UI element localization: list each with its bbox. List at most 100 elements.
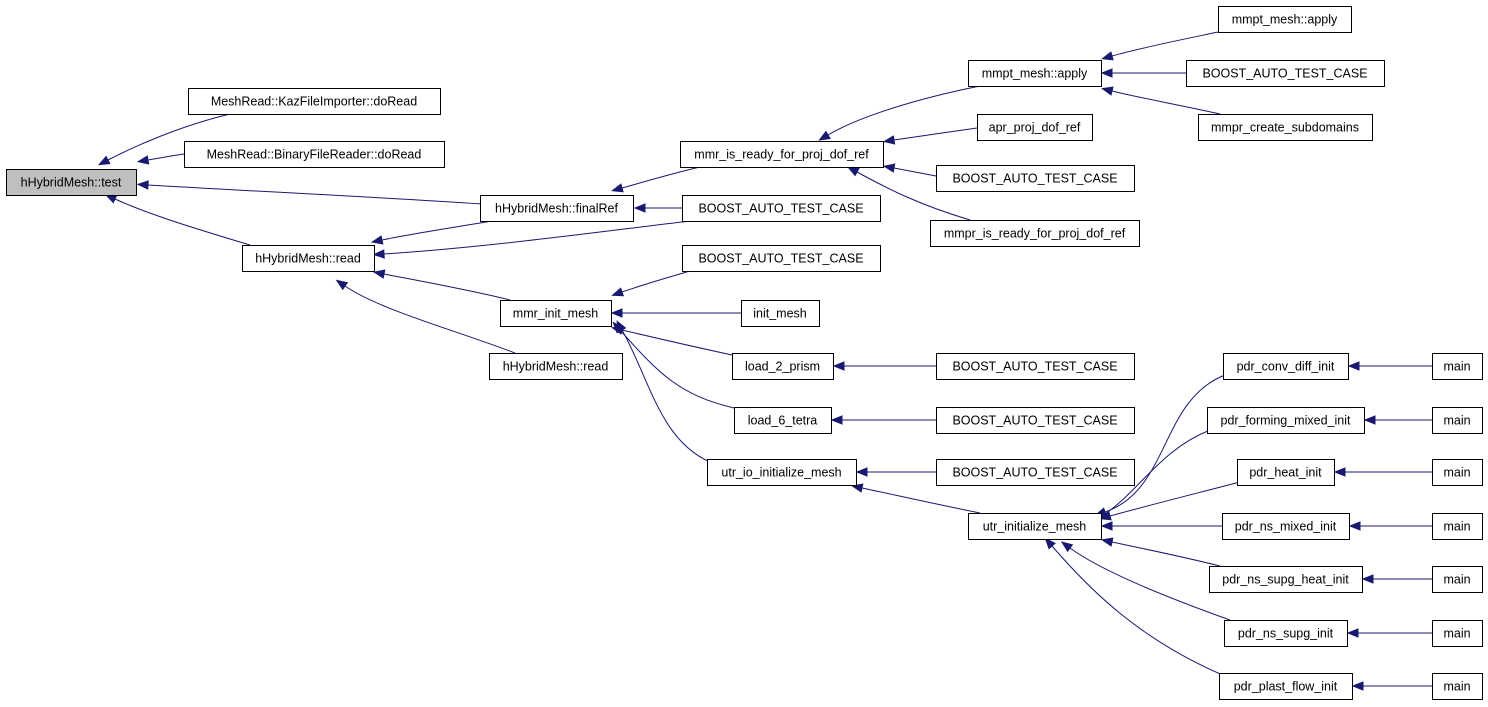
node-utrio[interactable]: utr_io_initialize_mesh — [707, 459, 857, 486]
node-bat7[interactable]: BOOST_AUTO_TEST_CASE — [1186, 60, 1385, 87]
edge-pdrnss-to-utrinit — [1060, 541, 1231, 621]
arrowhead-icon — [1100, 537, 1114, 547]
node-label: BOOST_AUTO_TEST_CASE — [952, 466, 1117, 480]
node-pdrfm[interactable]: pdr_forming_mixed_init — [1207, 407, 1365, 434]
node-box — [1207, 407, 1365, 434]
edge-line — [1104, 374, 1226, 513]
arrowhead-icon — [335, 279, 349, 291]
node-bat4[interactable]: BOOST_AUTO_TEST_CASE — [936, 353, 1135, 380]
node-main5[interactable]: main — [1432, 566, 1483, 593]
arrowhead-icon — [830, 415, 843, 425]
node-main1[interactable]: main — [1432, 353, 1483, 380]
edge-line — [1111, 90, 1221, 115]
edge-pdrheat-to-utrinit — [1099, 481, 1241, 521]
arrowhead-icon — [1044, 537, 1056, 550]
edge-bat1-to-final — [633, 203, 683, 213]
edge-mmprsub-to-mmpt — [1100, 86, 1221, 115]
node-main2[interactable]: main — [1432, 407, 1483, 434]
node-bat2[interactable]: BOOST_AUTO_TEST_CASE — [682, 245, 881, 272]
edge-line — [621, 270, 691, 293]
arrowhead-icon — [1100, 521, 1113, 531]
edge-line — [1051, 545, 1226, 677]
node-aprp[interactable]: apr_proj_dof_ref — [977, 114, 1093, 141]
arrowhead-icon — [633, 203, 646, 213]
node-pdrnsm[interactable]: pdr_ns_mixed_init — [1222, 513, 1350, 540]
node-box — [1222, 513, 1350, 540]
edge-mmpt2-to-mmpt — [1101, 31, 1219, 61]
node-pdrnss[interactable]: pdr_ns_supg_init — [1224, 620, 1348, 647]
node-box — [707, 459, 857, 486]
edge-main6-to-pdrnss — [1346, 628, 1432, 638]
node-mmpt[interactable]: mmpt_mesh::apply — [968, 60, 1102, 87]
edge-final-to-root — [136, 180, 483, 205]
edge-utrio-to-mmrinit — [616, 320, 711, 463]
node-box — [1224, 620, 1348, 647]
node-box — [741, 300, 820, 327]
node-label: mmpt_mesh::apply — [1232, 13, 1338, 27]
node-label: pdr_plast_flow_init — [1234, 680, 1338, 694]
node-label: main — [1443, 573, 1470, 587]
node-bat5[interactable]: BOOST_AUTO_TEST_CASE — [936, 407, 1135, 434]
edge-main2-to-pdrfm — [1363, 415, 1433, 425]
node-main6[interactable]: main — [1432, 620, 1483, 647]
arrowhead-icon — [818, 130, 831, 141]
node-read2[interactable]: hHybridMesh::read — [489, 353, 623, 380]
node-read1[interactable]: hHybridMesh::read — [242, 245, 375, 272]
node-kaz[interactable]: MeshRead::KazFileImporter::doRead — [188, 88, 441, 115]
node-box — [682, 245, 881, 272]
edge-load6-to-mmrinit — [612, 321, 735, 409]
arrowhead-icon — [136, 180, 149, 190]
node-label: MeshRead::KazFileImporter::doRead — [211, 95, 417, 109]
node-mmprprd[interactable]: mmpr_is_ready_for_proj_dof_ref — [930, 220, 1140, 247]
edge-kaz-to-root — [97, 113, 231, 166]
node-mmrprd[interactable]: mmr_is_ready_for_proj_dof_ref — [680, 141, 884, 168]
edge-mmrprd-to-final — [611, 166, 701, 193]
node-bin[interactable]: MeshRead::BinaryFileReader::doRead — [184, 141, 445, 168]
arrowhead-icon — [616, 320, 627, 333]
edge-bat3-to-mmrprd — [882, 163, 937, 177]
node-label: load_2_prism — [745, 360, 820, 374]
node-main4[interactable]: main — [1432, 513, 1483, 540]
node-utrinit[interactable]: utr_initialize_mesh — [968, 513, 1102, 540]
node-pdrpf[interactable]: pdr_plast_flow_init — [1219, 673, 1353, 700]
node-mmrinit[interactable]: mmr_init_mesh — [500, 300, 612, 327]
edge-line — [107, 113, 231, 161]
node-bat6[interactable]: BOOST_AUTO_TEST_CASE — [936, 459, 1135, 486]
node-box — [682, 195, 881, 222]
edge-line — [381, 220, 493, 241]
edge-line — [1111, 541, 1221, 567]
arrowhead-icon — [855, 467, 868, 477]
node-box — [1186, 60, 1385, 87]
arrowhead-icon — [97, 155, 111, 166]
node-bat3[interactable]: BOOST_AUTO_TEST_CASE — [936, 165, 1135, 192]
node-main3[interactable]: main — [1432, 459, 1483, 486]
arrowhead-icon — [1101, 51, 1114, 61]
node-box — [1432, 407, 1483, 434]
node-box — [242, 245, 375, 272]
node-pdrcd[interactable]: pdr_conv_diff_init — [1223, 353, 1349, 380]
node-mmprsub[interactable]: mmpr_create_subdomains — [1198, 114, 1373, 141]
node-pdrnsh[interactable]: pdr_ns_supg_heat_init — [1209, 566, 1363, 593]
edge-line — [114, 198, 251, 246]
node-box — [188, 88, 441, 115]
node-load6[interactable]: load_6_tetra — [734, 407, 832, 434]
node-bat1[interactable]: BOOST_AUTO_TEST_CASE — [682, 195, 881, 222]
node-final[interactable]: hHybridMesh::finalRef — [480, 195, 634, 222]
edge-line — [856, 171, 971, 221]
arrowhead-icon — [1351, 681, 1364, 691]
node-box — [936, 459, 1135, 486]
node-root[interactable]: hHybridMesh::test — [6, 169, 137, 196]
node-box — [1432, 513, 1483, 540]
node-main7[interactable]: main — [1432, 673, 1483, 700]
edge-bat4-to-load2 — [832, 361, 936, 371]
node-mmpt2[interactable]: mmpt_mesh::apply — [1218, 6, 1352, 33]
node-initm[interactable]: init_mesh — [741, 300, 820, 327]
node-label: main — [1443, 520, 1470, 534]
node-box — [1432, 353, 1483, 380]
node-label: main — [1443, 360, 1470, 374]
edge-line — [621, 166, 701, 189]
arrowhead-icon — [1346, 628, 1359, 638]
node-label: hHybridMesh::read — [503, 360, 609, 374]
node-load2[interactable]: load_2_prism — [732, 353, 834, 380]
node-pdrheat[interactable]: pdr_heat_init — [1237, 459, 1335, 486]
